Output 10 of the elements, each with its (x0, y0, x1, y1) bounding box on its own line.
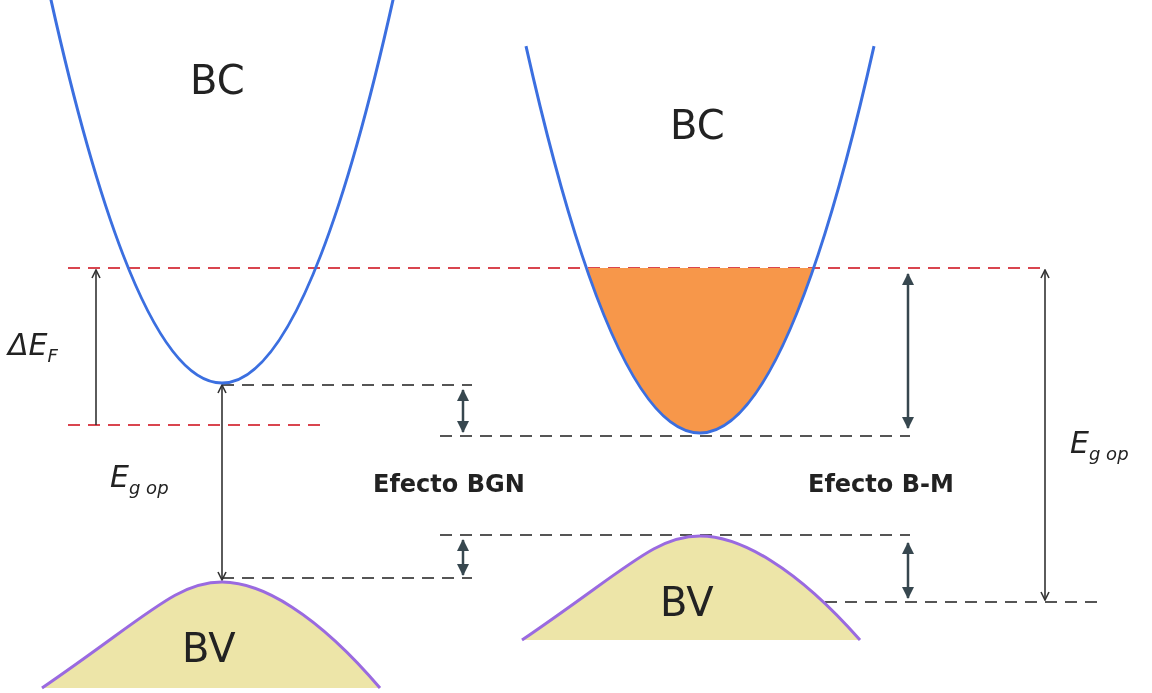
energy-symbol: ΔE$_{F}$ (8, 330, 58, 365)
edge-label: E$_{g op}$ (110, 462, 169, 497)
band-label: BC (670, 105, 725, 145)
effect-label: Efecto BGN (373, 472, 525, 496)
band-label: BV (182, 628, 236, 668)
effect-label: Efecto B-M (808, 472, 954, 496)
band-label: BV (660, 582, 714, 622)
energy-symbol: E$_{g op}$ (1070, 428, 1129, 463)
band-label: BC (190, 60, 245, 100)
arrow (217, 384, 227, 581)
